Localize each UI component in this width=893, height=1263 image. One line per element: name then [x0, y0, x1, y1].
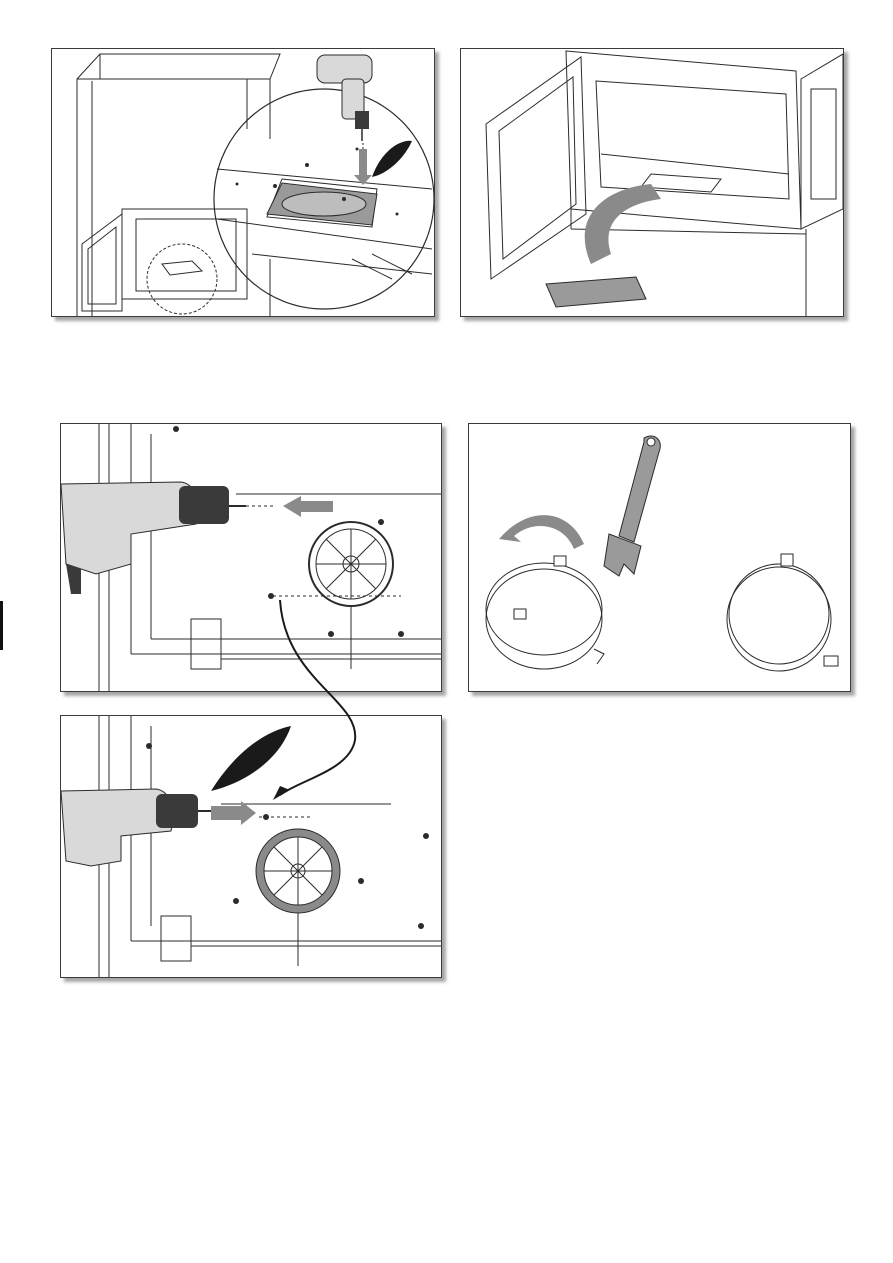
wrench-icon [604, 436, 660, 576]
page-edge-mark [0, 601, 3, 650]
down-arrow-icon [359, 149, 367, 175]
step-1-panel [51, 48, 435, 317]
right-arrow-icon [211, 801, 256, 825]
ring-flat [727, 554, 838, 671]
step-2-panel [460, 48, 844, 317]
drill-icon [61, 482, 246, 594]
ring-bent [486, 556, 604, 669]
step-2-illustration [461, 49, 843, 316]
step-3-panel [60, 423, 442, 692]
left-arrow-icon [283, 496, 333, 517]
fan-wheel-with-ring [256, 829, 340, 966]
step-5-illustration [61, 716, 441, 977]
step-3-illustration [61, 424, 441, 691]
cover-plate [546, 277, 646, 307]
step-1-illustration [52, 49, 434, 316]
feather-icon [372, 141, 412, 177]
curved-arrow-icon [585, 184, 661, 264]
step-5-panel [60, 715, 442, 978]
step-4-illustration [469, 424, 850, 691]
feather-icon [211, 726, 291, 791]
drill-icon [317, 55, 372, 141]
step-4-panel [468, 423, 851, 692]
curved-arrow-icon [499, 515, 584, 549]
drill-icon [61, 789, 211, 866]
